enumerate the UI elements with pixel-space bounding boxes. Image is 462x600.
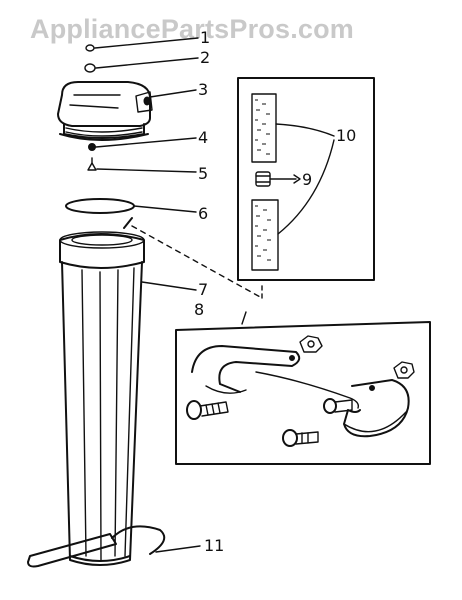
callout-4: 4 (198, 128, 209, 147)
part-8-screw-right (323, 398, 353, 414)
part-8-clamp-right (343, 379, 410, 438)
callout-11: 11 (204, 536, 225, 555)
callout-9: 9 (302, 170, 313, 189)
callout-2: 2 (200, 48, 211, 67)
leader-1 (94, 37, 199, 49)
part-8-nut-right (393, 361, 415, 379)
part-4-ball (88, 143, 96, 151)
part-2-ring (84, 63, 96, 73)
part-10-cartridge-upper (251, 93, 277, 163)
leader-2 (95, 57, 199, 69)
leader-10-upper (275, 123, 335, 137)
leader-4 (95, 137, 197, 148)
leader-10-lower (277, 139, 335, 235)
part-8-clamp-left (191, 345, 301, 394)
leader-6 (133, 205, 197, 213)
part-5-fitting (87, 157, 97, 171)
callout-10: 10 (336, 126, 357, 145)
callout-1: 1 (200, 28, 211, 47)
part-8-nut-upper (299, 335, 323, 353)
part-8-strap (255, 371, 360, 409)
part-9-fitting (255, 171, 271, 187)
callout-6: 6 (198, 204, 209, 223)
part-6-oring (65, 198, 135, 214)
part-10-cartridge-lower (251, 199, 279, 271)
callout-8: 8 (194, 300, 205, 319)
callout-3: 3 (198, 80, 209, 99)
callout-5: 5 (198, 164, 209, 183)
part-8-screw-left (186, 400, 229, 420)
part-11-housing-wrench (27, 525, 166, 568)
part-7-housing-sump (59, 217, 145, 566)
part-8-screw-middle (282, 429, 319, 447)
leader-5 (96, 168, 197, 173)
callout-7: 7 (198, 280, 209, 299)
bracket-kit-panel (175, 311, 431, 465)
leader-11 (155, 545, 201, 553)
part-1-ring (85, 44, 95, 52)
filter-cartridge-panel (237, 77, 375, 281)
part-3-housing-cap (57, 81, 153, 141)
assembly-dashed-line (131, 225, 263, 299)
leader-3 (149, 89, 197, 98)
leader-7 (141, 281, 197, 291)
leader-8 (241, 311, 247, 325)
